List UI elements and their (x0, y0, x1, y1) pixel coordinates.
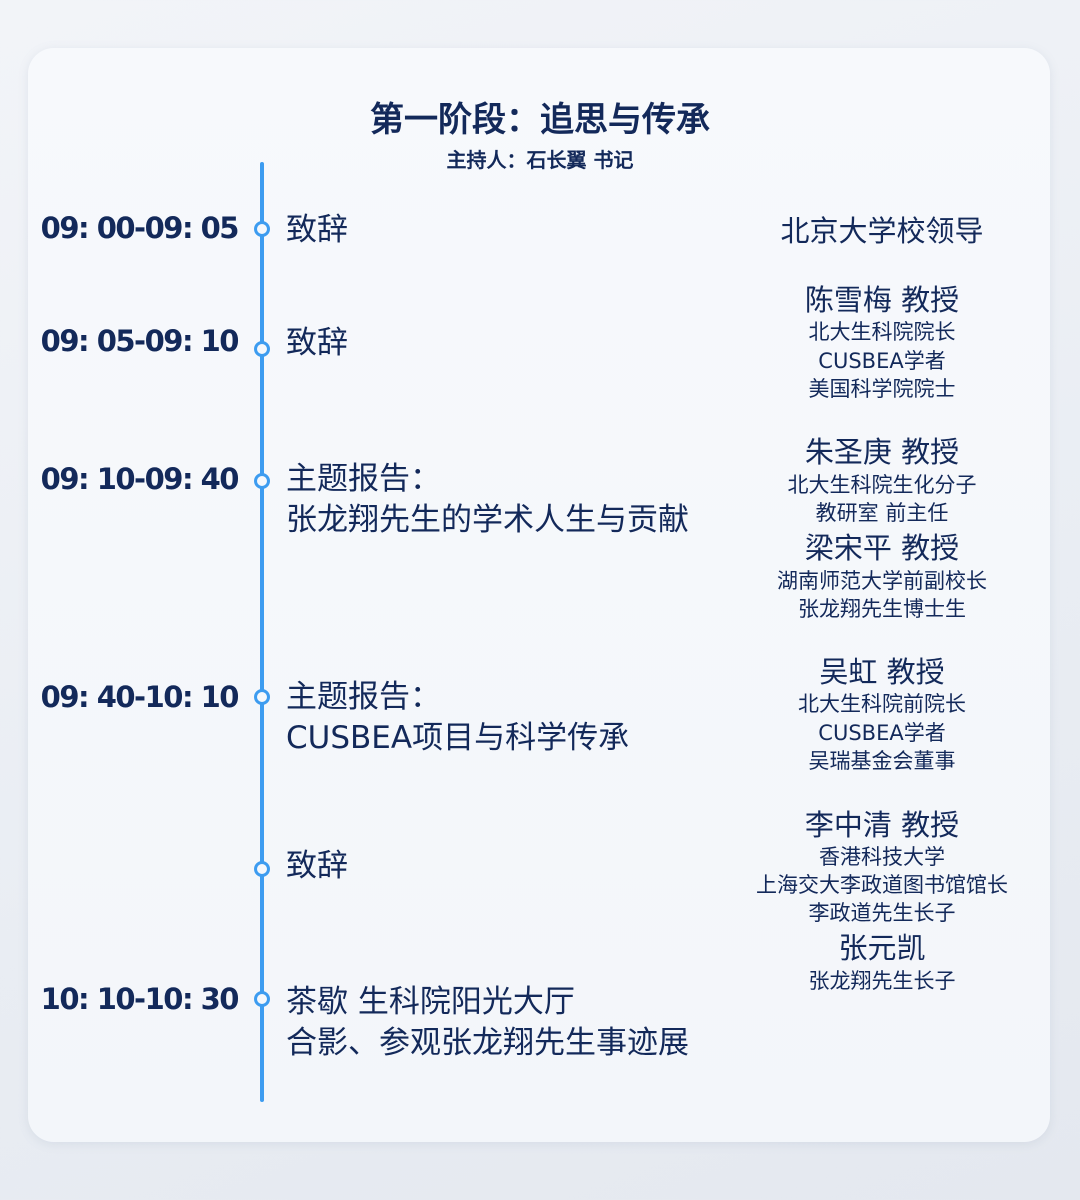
timeline-dot-icon (254, 689, 270, 705)
host-label: 主持人：石长翼 书记 (446, 148, 634, 172)
time-slot: 09: 05-09: 10 (40, 324, 240, 358)
speaker-title: 北大生科院生化分子 (787, 473, 977, 497)
timeline-dot-icon (254, 991, 270, 1007)
speaker-title: 上海交大李政道图书馆馆长 (756, 873, 1008, 897)
speaker-title: 北大生科院前院长 (798, 692, 966, 716)
speaker-title: CUSBEA学者 (818, 721, 946, 745)
agenda-item: 茶歇 生科院阳光大厅 (286, 984, 575, 1020)
time-slot: 09: 10-09: 40 (40, 462, 240, 496)
timeline-dot-icon (254, 861, 270, 877)
agenda-item: 致辞 (286, 325, 348, 361)
speaker-name: 吴虹 教授 (819, 655, 945, 689)
agenda-item: CUSBEA项目与科学传承 (286, 720, 630, 756)
speaker-title: CUSBEA学者 (818, 349, 946, 373)
agenda-card (28, 48, 1050, 1142)
speaker-name: 张元凯 (838, 931, 926, 965)
time-slot: 09: 00-09: 05 (40, 211, 240, 245)
timeline-dot-icon (254, 473, 270, 489)
page-title: 第一阶段：追思与传承 (370, 100, 710, 140)
timeline-dot-icon (254, 221, 270, 237)
speaker-name: 梁宋平 教授 (804, 531, 960, 565)
speaker-name: 北京大学校领导 (780, 214, 984, 248)
speaker-name: 陈雪梅 教授 (804, 283, 960, 317)
speaker-title: 教研室 前主任 (815, 501, 949, 525)
time-slot: 09: 40-10: 10 (40, 680, 240, 714)
agenda-item: 主题报告： (286, 461, 441, 497)
speaker-name: 朱圣庚 教授 (804, 435, 960, 469)
speaker-title: 北大生科院院长 (808, 320, 956, 344)
agenda-item: 致辞 (286, 848, 348, 884)
time-slot: 10: 10-10: 30 (40, 982, 240, 1016)
speaker-title: 湖南师范大学前副校长 (777, 569, 987, 593)
agenda-item: 张龙翔先生的学术人生与贡献 (286, 502, 689, 538)
speaker-title: 张龙翔先生长子 (808, 969, 956, 993)
speaker-title: 张龙翔先生博士生 (798, 597, 966, 621)
agenda-item: 主题报告： (286, 679, 441, 715)
speaker-title: 美国科学院院士 (808, 377, 956, 401)
speaker-title: 香港科技大学 (819, 845, 945, 869)
agenda-item: 合影、参观张龙翔先生事迹展 (286, 1025, 689, 1061)
timeline-line (260, 162, 264, 1102)
speaker-name: 李中清 教授 (804, 808, 960, 842)
speaker-title: 李政道先生长子 (808, 901, 956, 925)
speaker-title: 吴瑞基金会董事 (808, 749, 956, 773)
timeline-dot-icon (254, 341, 270, 357)
agenda-item: 致辞 (286, 212, 348, 248)
